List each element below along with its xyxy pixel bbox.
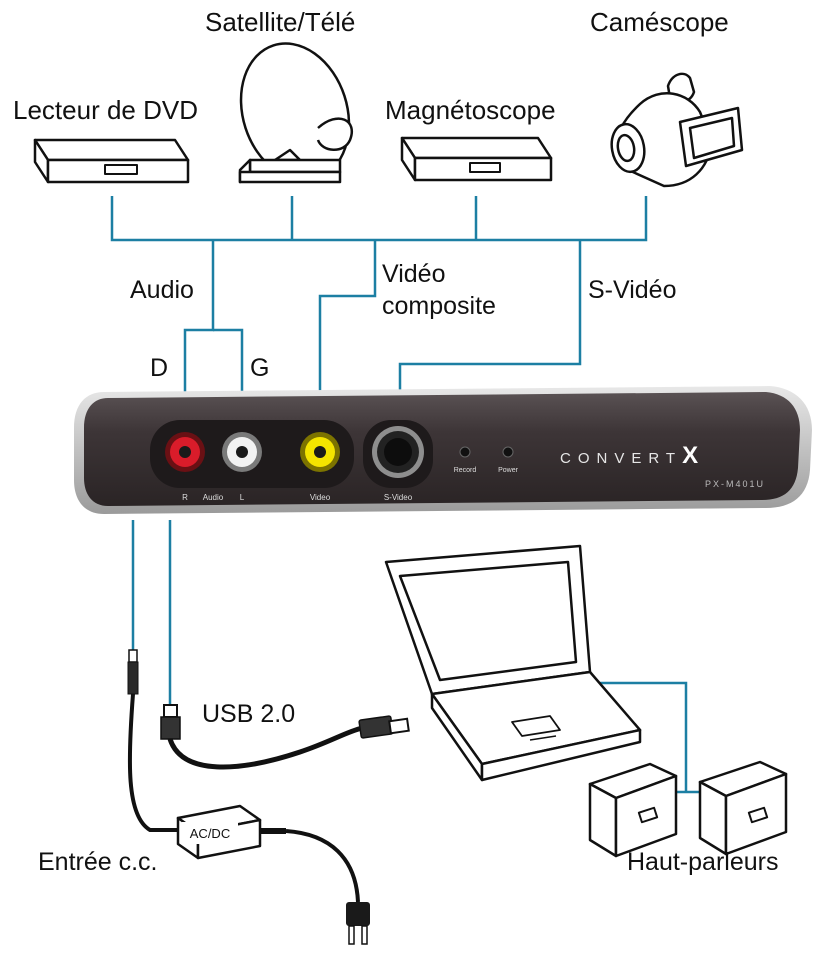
s-video-port — [372, 426, 424, 478]
led-label-record: Record — [454, 467, 477, 474]
speaker-right-icon — [698, 760, 788, 856]
connection-lines — [110, 196, 700, 794]
rca-jack-yellow — [300, 432, 340, 472]
model-number: PX-M401U — [705, 479, 765, 489]
label-dc-input: Entrée c.c. — [38, 848, 158, 876]
label-dvd-player: Lecteur de DVD — [13, 95, 198, 125]
laptop-icon — [384, 544, 642, 782]
led-label-power: Power — [498, 467, 519, 474]
label-composite-video-2: composite — [382, 292, 496, 320]
label-left-channel: G — [250, 354, 270, 382]
dvd-player-icon — [33, 138, 190, 184]
brand-prefix: CONVERT — [560, 450, 682, 467]
rca-jack-red — [165, 432, 205, 472]
vcr-icon — [400, 136, 553, 182]
dc-power-cable — [127, 649, 360, 903]
label-s-video: S-Vidéo — [588, 276, 677, 304]
port-label-l: L — [240, 493, 245, 502]
port-label-svideo: S-Video — [384, 493, 413, 502]
label-vcr: Magnétoscope — [385, 95, 556, 125]
acdc-adapter: AC/DC — [176, 804, 262, 860]
port-label-video: Video — [310, 493, 331, 502]
satellite-dish-icon — [238, 42, 353, 184]
label-speakers: Haut-parleurs — [627, 848, 779, 876]
label-satellite-tv: Satellite/Télé — [205, 7, 356, 37]
rca-jack-white — [222, 432, 262, 472]
adapter-label: AC/DC — [190, 826, 230, 841]
brand-suffix: X — [682, 442, 698, 469]
port-label-audio: Audio — [203, 493, 224, 502]
power-plug-icon — [346, 902, 370, 945]
label-camcorder: Caméscope — [590, 7, 729, 37]
speaker-left-icon — [588, 762, 678, 858]
label-composite-video-1: Vidéo — [382, 260, 446, 288]
status-leds — [459, 446, 514, 458]
port-label-r: R — [182, 493, 188, 502]
label-right-channel: D — [150, 354, 169, 382]
camcorder-icon — [610, 72, 744, 188]
brand-logo: CONVERTX — [560, 442, 698, 469]
label-audio: Audio — [130, 276, 194, 304]
label-usb: USB 2.0 — [202, 700, 296, 728]
usb-cable — [160, 704, 410, 770]
